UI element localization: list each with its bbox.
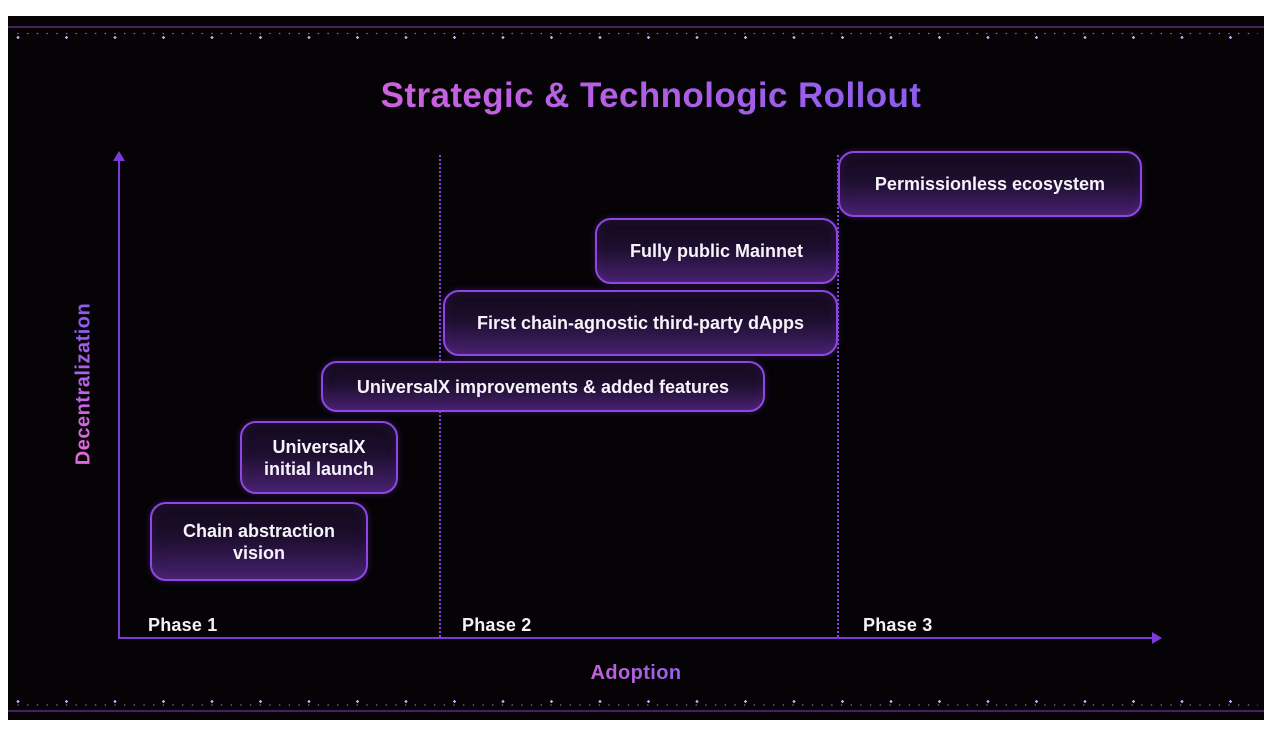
phase-2-label: Phase 2 [462, 615, 532, 635]
y-axis-arrow-icon [113, 151, 125, 161]
milestone-universalx-initial-launch: UniversalX initial launch [240, 421, 398, 494]
slide-canvas: Strategic & Technologic Rollout Decentra… [8, 16, 1264, 720]
page-title: Strategic & Technologic Rollout [8, 76, 1264, 116]
x-axis-arrow-icon [1152, 632, 1162, 644]
y-axis-label: Decentralization [72, 302, 95, 466]
milestone-permissionless-ecosystem: Permissionless ecosystem [838, 151, 1142, 217]
milestone-first-chain-agnostic-dapps: First chain-agnostic third-party dApps [443, 290, 838, 356]
x-axis-label: Adoption [118, 662, 1154, 685]
y-axis-line [118, 160, 120, 637]
milestone-chain-abstraction-vision: Chain abstraction vision [150, 502, 368, 581]
bottom-border-line [8, 710, 1264, 712]
phase-separator-2-3 [837, 155, 839, 637]
top-dotted-border [14, 30, 1258, 42]
top-border-line [8, 26, 1264, 28]
phase-3-label: Phase 3 [863, 615, 933, 635]
bottom-dotted-border [14, 697, 1258, 709]
milestone-universalx-improvements: UniversalX improvements & added features [321, 361, 765, 412]
milestone-fully-public-mainnet: Fully public Mainnet [595, 218, 838, 284]
x-axis-line [118, 637, 1154, 639]
phase-1-label: Phase 1 [148, 615, 218, 635]
